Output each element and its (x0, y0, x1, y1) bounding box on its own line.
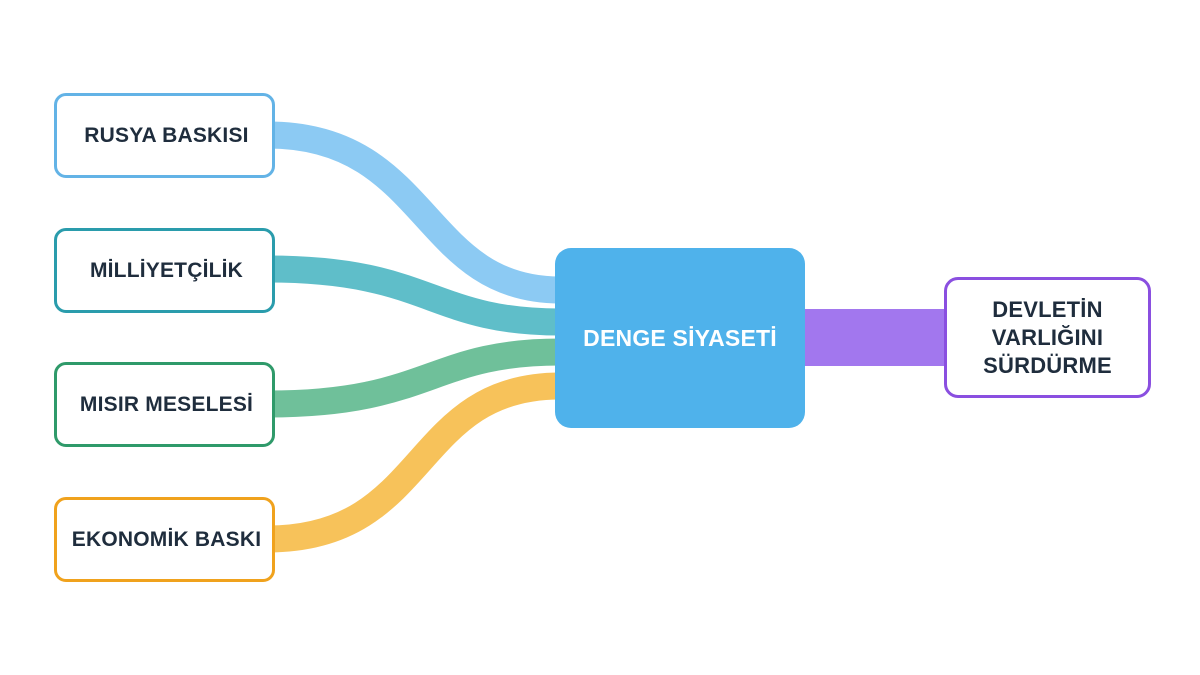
connector-rusya (254, 121, 574, 304)
node-misir-meselesi: MISIR MESELESİ (54, 362, 275, 447)
node-denge-siyaseti: DENGE SİYASETİ (555, 248, 805, 428)
node-rusya-baskisi: RUSYA BASKISI (54, 93, 275, 178)
connector-milliyetcilik (254, 255, 574, 336)
node-ekonomik-baski: EKONOMİK BASKI (54, 497, 275, 582)
node-label: DEVLETİN VARLIĞINI SÜRDÜRME (983, 296, 1112, 378)
connector-ekonomik (254, 372, 574, 553)
connector-output (800, 309, 948, 366)
connector-misir (254, 338, 574, 418)
node-milliyetcilik: MİLLİYETÇİLİK (54, 228, 275, 313)
node-label: MİLLİYETÇİLİK (89, 258, 244, 282)
node-label: EKONOMİK BASKI (71, 527, 262, 551)
node-label: MISIR MESELESİ (79, 392, 254, 416)
node-devletin-varligini-surdurme: DEVLETİN VARLIĞINI SÜRDÜRME (944, 277, 1151, 398)
node-label: RUSYA BASKISI (84, 123, 249, 147)
node-label: DENGE SİYASETİ (583, 324, 777, 351)
